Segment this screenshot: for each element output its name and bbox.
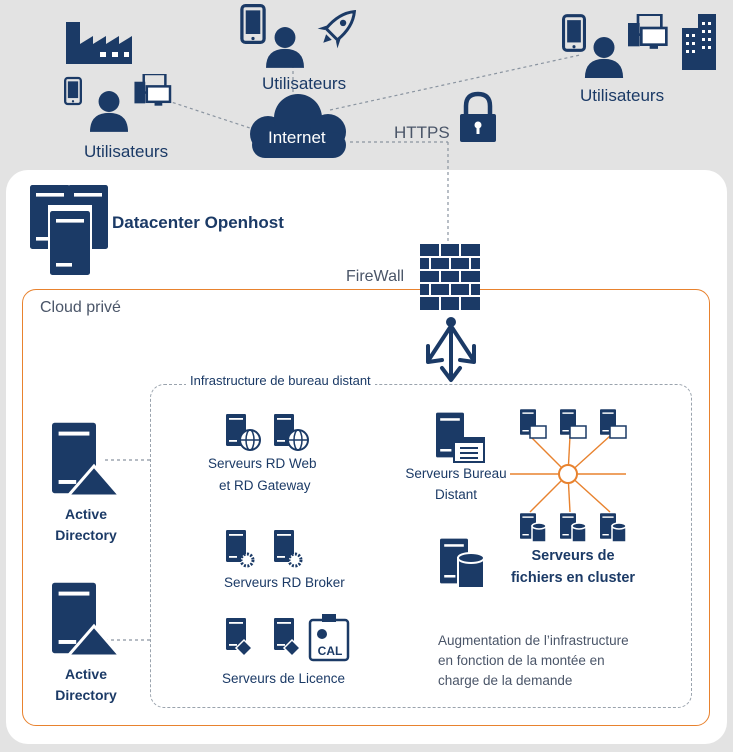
licence-label: Serveurs de Licence: [222, 671, 346, 686]
https-label: HTTPS: [394, 123, 450, 142]
users-label-top: Utilisateurs: [262, 74, 347, 93]
datacenter-label: Datacenter Openhost: [112, 213, 284, 232]
active-directory-server-icon: [52, 582, 124, 658]
cluster-database-icon: [520, 513, 627, 543]
tablet-icon: [240, 4, 266, 44]
internet-label: Internet: [268, 128, 326, 147]
window-icon: [436, 412, 485, 463]
user-icon: [90, 91, 128, 132]
user-icon: [266, 27, 304, 68]
database-icon: [440, 538, 485, 589]
firewall-label: FireWall: [346, 268, 405, 285]
hub-node-icon: [558, 464, 578, 484]
augmentation-line2: en fonction de la montée en: [438, 653, 605, 668]
rdweb-label-line2: et RD Gateway: [219, 478, 311, 493]
gear-icon: [226, 530, 303, 568]
tablet-icon: [64, 76, 82, 106]
augmentation-line1: Augmentation de l’infrastructure: [438, 633, 629, 648]
factory-icon: [66, 22, 132, 64]
cluster-label-line1: Serveurs de: [531, 548, 615, 564]
cloud-label: Cloud privé: [40, 299, 121, 316]
cal-badge: CAL: [318, 644, 343, 658]
broker-label: Serveurs RD Broker: [224, 575, 345, 590]
monitor-icon: [628, 14, 668, 51]
ad2-label-line1: Active: [64, 666, 108, 682]
tablet-icon: [562, 14, 586, 52]
ad2-label-line2: Directory: [55, 687, 117, 703]
cloud-icon: [250, 94, 346, 158]
globe-icon: [226, 414, 309, 451]
ad1-label-line1: Active: [64, 506, 108, 522]
remote-desktop-box: [150, 384, 692, 708]
user-icon: [584, 36, 624, 78]
active-directory-server-icon: [52, 422, 124, 498]
users-label-left: Utilisateurs: [84, 142, 169, 161]
augmentation-line3: charge de la demande: [438, 673, 573, 688]
cluster-label-line2: fichiers en cluster: [510, 570, 636, 586]
split-arrow-icon: [426, 317, 476, 382]
lock-icon: [460, 91, 496, 142]
users-label-right: Utilisateurs: [580, 86, 665, 105]
bureau-label-line1: Serveurs Bureau: [405, 466, 507, 481]
building-icon: [682, 14, 716, 70]
firewall-icon: [420, 244, 480, 310]
rocket-icon: [317, 9, 357, 49]
certificate-icon: [226, 614, 350, 662]
server-icon: [30, 185, 108, 281]
monitor-icon: [134, 74, 172, 107]
cluster-server-icon: [520, 409, 627, 439]
private-cloud-box: [22, 289, 710, 726]
bureau-label-line2: Distant: [434, 487, 478, 502]
rdweb-label-line1: Serveurs RD Web: [208, 456, 317, 471]
ad1-label-line2: Directory: [55, 527, 117, 543]
datacenter-panel: [6, 170, 727, 744]
rds-title: Infrastructure de bureau distant: [186, 373, 375, 388]
